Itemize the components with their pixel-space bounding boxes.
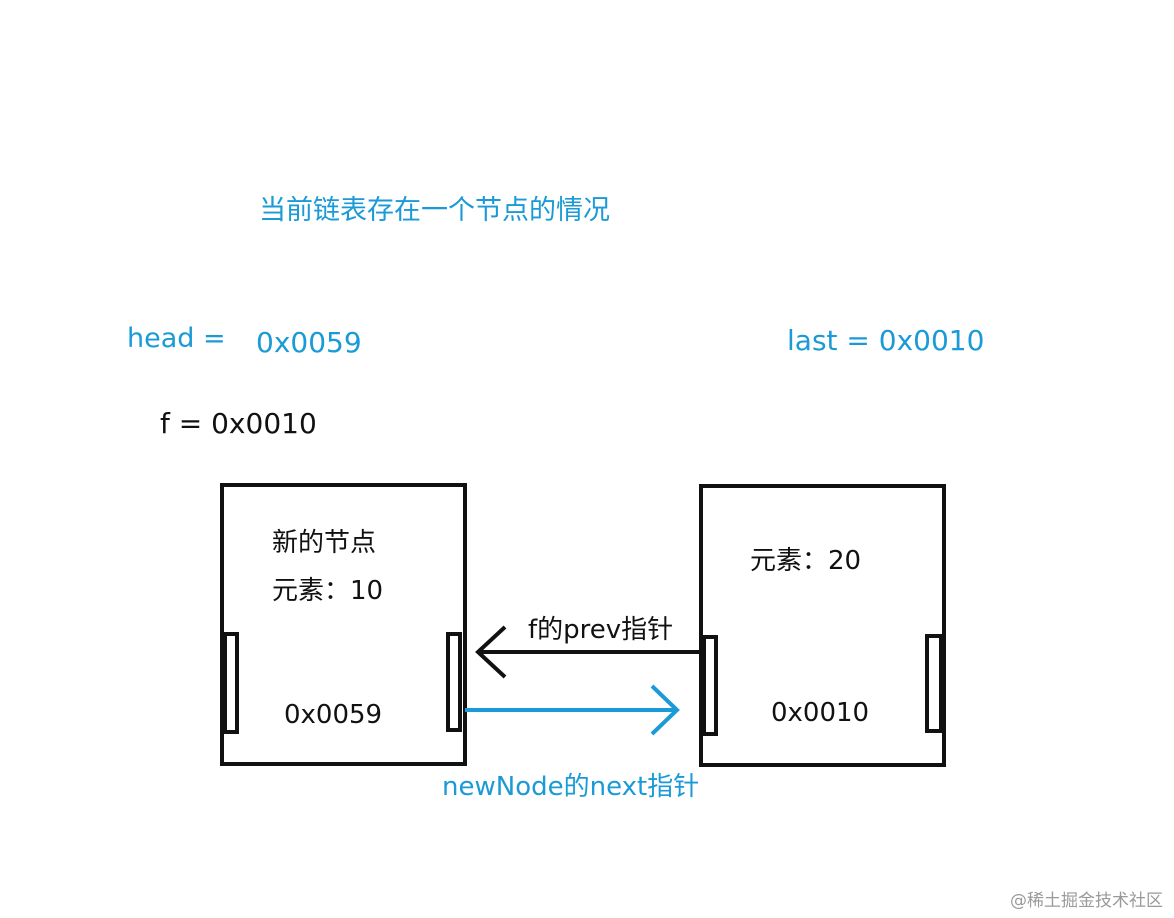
prev-pointer-arrow (475, 625, 700, 679)
existing-node-box (699, 484, 946, 767)
new-node-element: 元素：10 (272, 576, 384, 606)
existing-node-next-slot (925, 634, 943, 733)
new-node-prev-slot (223, 632, 239, 734)
new-node-name: 新的节点 (272, 528, 377, 558)
prev-pointer-label: f的prev指针 (528, 615, 674, 645)
head-label: head = (127, 323, 226, 354)
new-node-next-slot (446, 632, 462, 732)
head-value: 0x0059 (256, 326, 362, 359)
last-label: last = 0x0010 (787, 324, 985, 357)
next-pointer-label: newNode的next指针 (442, 772, 700, 802)
new-node-box (220, 483, 467, 766)
watermark: @稀土掘金技术社区 (1010, 891, 1163, 911)
existing-node-address: 0x0010 (771, 698, 870, 728)
diagram-title: 当前链表存在一个节点的情况 (259, 195, 610, 226)
next-pointer-arrow (465, 684, 680, 736)
existing-node-element: 元素：20 (750, 546, 862, 576)
existing-node-prev-slot (702, 635, 718, 736)
f-label: f = 0x0010 (160, 407, 317, 440)
new-node-address: 0x0059 (284, 700, 383, 730)
